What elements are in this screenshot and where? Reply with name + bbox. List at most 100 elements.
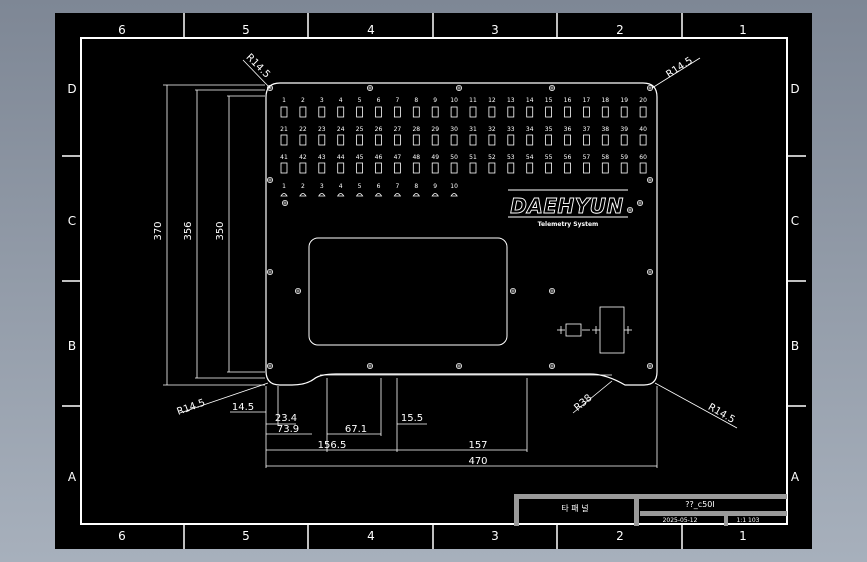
logo-subtitle: Telemetry System — [538, 221, 599, 228]
connector-number: 25 — [356, 126, 364, 133]
connector-number: 28 — [412, 126, 420, 133]
connector-slot — [431, 162, 439, 174]
connector-slot — [280, 162, 288, 174]
connector-slot — [393, 106, 401, 118]
screw-icon — [549, 85, 556, 92]
vertical-dimensions — [163, 84, 265, 386]
connector-number: 30 — [450, 126, 458, 133]
connector-number: 9 — [433, 183, 437, 190]
logo-text: DAEHYUN — [510, 194, 623, 218]
dim-370: 370 — [153, 221, 164, 240]
connector-slot — [583, 106, 590, 118]
connector-number: 37 — [583, 126, 591, 133]
connector-number: 58 — [601, 154, 609, 161]
connector-slot — [507, 106, 515, 118]
connector-number: 19 — [620, 97, 628, 104]
connector-slot — [545, 134, 552, 146]
mounting-screws — [266, 85, 654, 369]
drawing-sheet — [55, 13, 812, 549]
connector-slot — [412, 134, 420, 146]
connector-number: 27 — [394, 126, 402, 133]
connector-number: 20 — [639, 97, 647, 104]
connector-slot — [412, 106, 420, 118]
connector-slot — [431, 134, 439, 146]
connector-number: 8 — [414, 183, 418, 190]
switch-components — [557, 306, 632, 354]
connector-number: 21 — [280, 126, 288, 133]
connector-slot — [620, 134, 628, 146]
dim-67-1: 67.1 — [345, 424, 367, 435]
connector-number: 3 — [320, 183, 324, 190]
connector-slot — [469, 106, 477, 118]
zone-labels: 6 5 4 3 2 1 6 5 4 3 2 1 D C B A D C B A — [67, 23, 800, 543]
screw-icon — [549, 362, 556, 369]
connector-led — [336, 193, 345, 197]
screw-icon — [455, 362, 462, 369]
dim-23-4: 23.4 — [275, 413, 297, 424]
connector-slot — [564, 106, 571, 118]
connector-slot — [337, 162, 345, 174]
connector-number: 2 — [301, 97, 305, 104]
connector-number: 38 — [601, 126, 609, 133]
connector-number: 4 — [339, 97, 343, 104]
connector-slot — [583, 162, 590, 174]
connector-slot — [488, 162, 496, 174]
row-label-left-d: D — [67, 82, 76, 96]
connector-slot — [526, 134, 534, 146]
connector-number: 5 — [358, 97, 362, 104]
connector-number: 9 — [433, 97, 437, 104]
dim-15-5: 15.5 — [401, 413, 423, 424]
dim-470: 470 — [468, 456, 487, 467]
row-label-right-c: C — [791, 214, 799, 228]
connector-slot — [507, 134, 515, 146]
connector-slot — [299, 106, 307, 118]
connector-number: 23 — [318, 126, 326, 133]
connector-number: 4 — [339, 183, 343, 190]
dim-356: 356 — [183, 221, 194, 240]
connector-slot — [393, 162, 401, 174]
connector-number: 36 — [564, 126, 572, 133]
connector-slot — [469, 162, 477, 174]
connector-slot — [431, 106, 439, 118]
connector-number: 10 — [450, 97, 458, 104]
connector-number: 7 — [395, 97, 399, 104]
screw-icon — [366, 362, 373, 369]
connector-slot — [280, 106, 288, 118]
connector-number: 45 — [356, 154, 364, 161]
connector-slot — [450, 106, 458, 118]
dim-350: 350 — [215, 221, 226, 240]
screw-icon — [647, 362, 654, 369]
connector-led — [450, 193, 458, 197]
title-block-scale: 1:1 103 — [736, 517, 759, 524]
connector-number: 41 — [280, 154, 288, 161]
connector-slot — [299, 162, 307, 174]
connector-number: 43 — [318, 154, 326, 161]
connector-slot — [564, 134, 571, 146]
connector-number: 50 — [450, 154, 458, 161]
screw-icon — [266, 362, 273, 369]
connector-number: 16 — [564, 97, 572, 104]
connector-number: 3 — [320, 97, 324, 104]
row-label-right-a: A — [791, 470, 800, 484]
screw-icon — [281, 199, 288, 206]
connector-slot — [507, 162, 515, 174]
col-label-bottom-3: 3 — [491, 529, 499, 543]
connector-number: 24 — [337, 126, 345, 133]
connector-number: 10 — [450, 183, 458, 190]
col-label-top-6: 6 — [118, 23, 126, 37]
daehyun-logo: DAEHYUN Telemetry System — [508, 189, 628, 228]
screw-icon — [647, 176, 654, 183]
row-label-right-d: D — [790, 82, 799, 96]
row-label-left-a: A — [68, 470, 77, 484]
screw-icon — [509, 287, 516, 294]
connector-slot — [393, 134, 401, 146]
col-label-top-2: 2 — [616, 23, 624, 37]
connector-slot — [601, 134, 609, 146]
connector-slot — [545, 106, 552, 118]
connector-slot — [337, 134, 345, 146]
screw-icon — [637, 199, 644, 206]
connector-number: 35 — [545, 126, 553, 133]
col-label-bottom-5: 5 — [242, 529, 250, 543]
